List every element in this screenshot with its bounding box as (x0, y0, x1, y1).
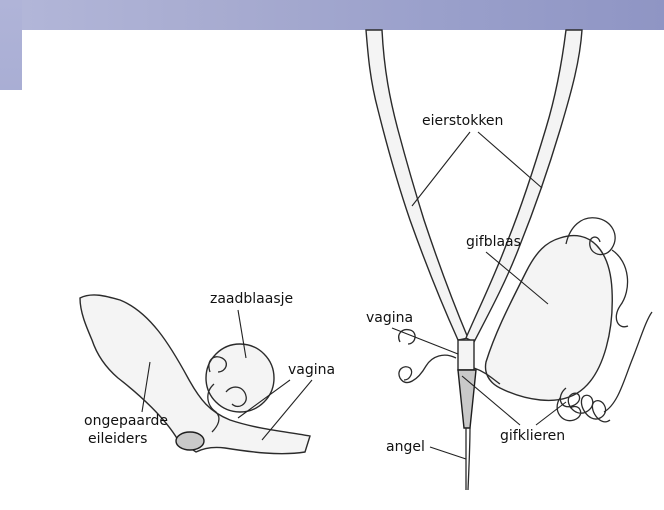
label-eileiders: eileiders (88, 431, 147, 447)
gland-coil-left (399, 355, 456, 382)
label-ongepaarde: ongepaarde (84, 413, 168, 429)
spermatheca (206, 344, 274, 412)
label-zaadblaasje: zaadblaasje (210, 291, 293, 307)
leader-vagina-right (392, 328, 458, 354)
leader-angel (430, 447, 466, 459)
leader-eierstokken-right (478, 132, 542, 188)
gland-coil-right (612, 250, 628, 327)
label-vagina-right: vagina (366, 310, 413, 326)
label-vagina-left: vagina (288, 362, 335, 378)
oviduct-opening (176, 432, 204, 450)
left-figure: zaadblaasje vagina ongepaarde eileiders (80, 291, 335, 454)
label-gifblaas: gifblaas (466, 234, 521, 250)
vagina-stem (458, 340, 474, 370)
leader-gifklieren-2 (536, 402, 566, 425)
sting-bulb (458, 370, 476, 428)
ovary-left (366, 30, 468, 340)
sting-shaft-2 (468, 428, 470, 490)
oviduct-shape (80, 295, 310, 454)
label-angel: angel (386, 439, 425, 455)
leader-eierstokken-left (412, 132, 470, 206)
label-eierstokken: eierstokken (422, 113, 503, 129)
label-gifklieren: gifklieren (500, 428, 565, 444)
right-figure: eierstokken gifblaas vagina angel gifkli… (366, 30, 652, 490)
gland-tail (604, 312, 652, 412)
